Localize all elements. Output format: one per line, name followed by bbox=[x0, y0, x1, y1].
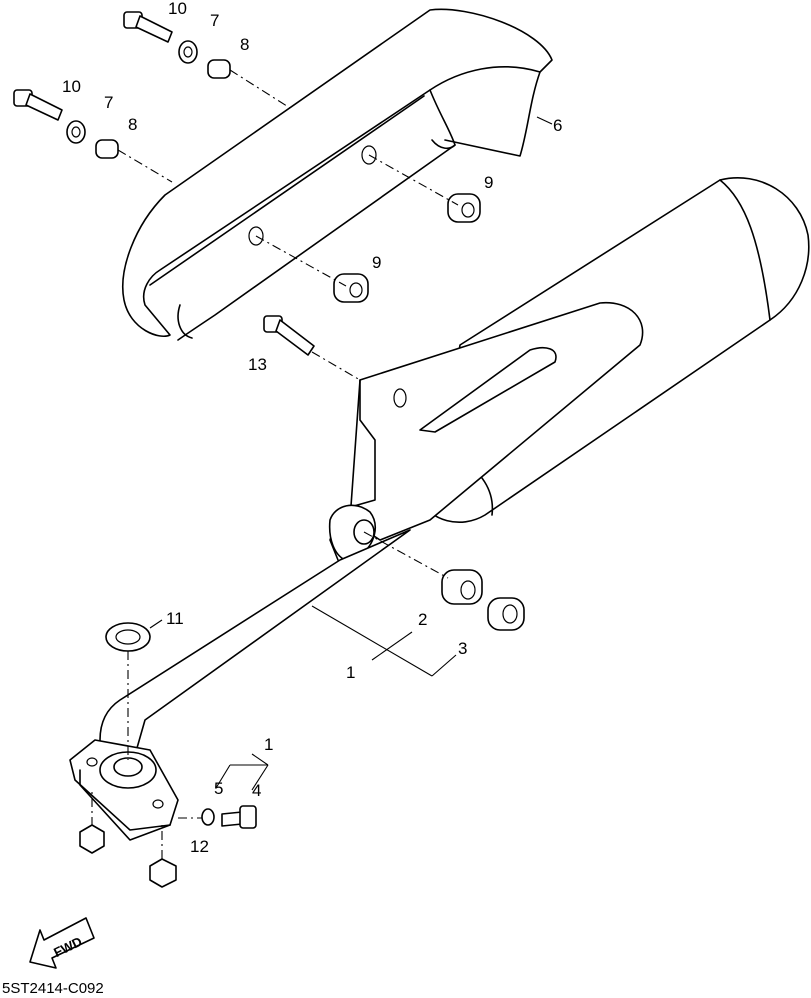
washer-7-upper bbox=[178, 40, 198, 64]
callout-1-flange: 1 bbox=[264, 735, 273, 754]
callout-3: 3 bbox=[458, 639, 467, 658]
forward-arrow: FWD bbox=[29, 917, 95, 969]
callout-7-upper: 7 bbox=[210, 11, 219, 30]
drawing-code: 5ST2414-C092 bbox=[2, 980, 104, 997]
exhaust-pipe bbox=[69, 301, 644, 841]
washer-7-lower bbox=[66, 120, 86, 144]
callout-4: 4 bbox=[252, 781, 261, 800]
nut-12-left bbox=[79, 824, 105, 854]
washer-5 bbox=[201, 808, 215, 826]
callout-8-upper: 8 bbox=[240, 35, 249, 54]
callout-9-upper: 9 bbox=[484, 173, 493, 192]
callout-labels: 10 7 8 10 7 8 6 9 9 13 11 2 3 1 1 5 4 12 bbox=[62, 0, 562, 856]
bolt-10-upper bbox=[123, 11, 173, 43]
callout-13: 13 bbox=[248, 355, 267, 374]
callout-7-lower: 7 bbox=[104, 93, 113, 112]
gasket-11 bbox=[105, 622, 151, 652]
callout-11: 11 bbox=[166, 609, 184, 628]
nut-12-right bbox=[149, 858, 177, 888]
callout-6: 6 bbox=[553, 116, 562, 135]
heat-protector bbox=[122, 8, 553, 341]
callout-2: 2 bbox=[418, 610, 427, 629]
callout-10-lower: 10 bbox=[62, 77, 81, 96]
callout-1-pipe: 1 bbox=[346, 663, 355, 682]
callout-10-upper: 10 bbox=[168, 0, 187, 18]
collar-8-lower bbox=[95, 139, 119, 159]
bolt-4 bbox=[221, 805, 257, 829]
callout-5: 5 bbox=[214, 779, 223, 798]
grommet-9-upper bbox=[447, 193, 481, 223]
callout-9-lower: 9 bbox=[372, 253, 381, 272]
damper-2 bbox=[441, 569, 483, 605]
bolt-10-lower bbox=[13, 89, 63, 121]
collar-3 bbox=[487, 597, 525, 631]
callout-12: 12 bbox=[190, 837, 209, 856]
callout-8-lower: 8 bbox=[128, 115, 137, 134]
leader-lines bbox=[149, 116, 553, 791]
bolt-13 bbox=[263, 315, 315, 356]
collar-8-upper bbox=[207, 59, 231, 79]
center-lines bbox=[91, 69, 459, 859]
grommet-9-lower bbox=[333, 273, 369, 303]
